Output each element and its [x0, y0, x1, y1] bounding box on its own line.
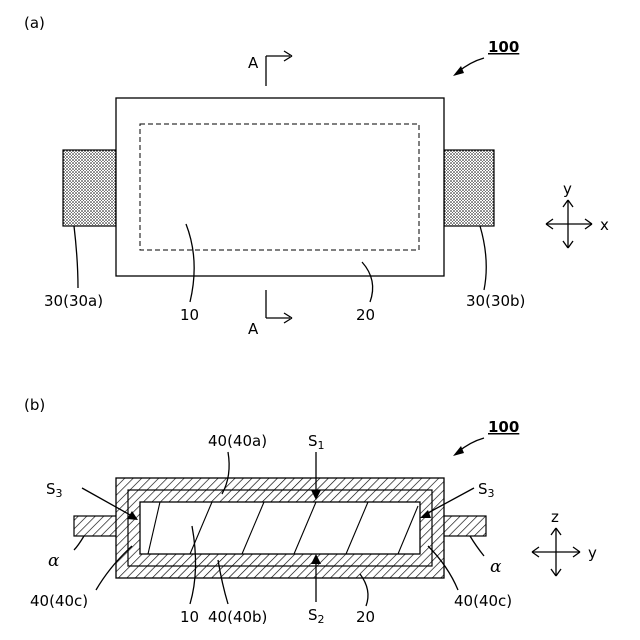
axis-z-label-b: z: [551, 508, 559, 526]
label-s3-left: S3: [46, 480, 63, 500]
label-alpha-right: α: [490, 557, 502, 577]
label-body-a: 10: [180, 306, 199, 324]
tab-right: [444, 150, 494, 226]
panel-a: (a) 100 A 30(30a) 10 20 30(30b) A: [24, 14, 609, 338]
leader-tab-left: [74, 226, 78, 288]
label-tab-right: 30(30b): [466, 292, 525, 310]
body-10-section: [140, 502, 420, 554]
panel-a-reference-number: 100: [488, 38, 519, 56]
label-top-layer: 40(40a): [208, 432, 267, 450]
label-body-b: 10: [180, 608, 199, 626]
axes-xy: [546, 200, 592, 248]
section-marker-top: A: [248, 54, 259, 72]
outer-package: [116, 98, 444, 276]
axis-y-label-b: y: [588, 544, 597, 562]
label-alpha-left: α: [48, 551, 60, 571]
leader-alpha-right: [470, 536, 484, 556]
section-marker-bottom: A: [248, 320, 259, 338]
panel-b-reference-number: 100: [488, 418, 519, 436]
label-s2: S2: [308, 606, 325, 626]
label-bottom-layer: 40(40b): [208, 608, 267, 626]
label-side-right: 40(40c): [454, 592, 512, 610]
panel-b: (b) 100 40(40a) S1 S3: [24, 396, 597, 626]
leader-alpha-left: [74, 536, 84, 550]
panel-a-label: (a): [24, 14, 45, 32]
label-outer-a: 20: [356, 306, 375, 324]
tab-left: [63, 150, 116, 226]
axis-y-label-a: y: [563, 180, 572, 198]
panel-b-reference-arrowhead: [453, 446, 464, 456]
axes-zy: [532, 528, 580, 576]
label-outer-b: 20: [356, 608, 375, 626]
axis-x-label-a: x: [600, 216, 609, 234]
label-side-left: 40(40c): [30, 592, 88, 610]
leader-tab-right: [480, 226, 486, 290]
leader-outer-b: [360, 574, 368, 606]
tab-right-section: [440, 516, 486, 536]
label-s3-right: S3: [478, 480, 495, 500]
label-s1: S1: [308, 432, 325, 452]
panel-b-label: (b): [24, 396, 45, 414]
tab-left-section: [74, 516, 120, 536]
label-tab-left: 30(30a): [44, 292, 103, 310]
panel-a-reference-arrowhead: [453, 66, 464, 76]
